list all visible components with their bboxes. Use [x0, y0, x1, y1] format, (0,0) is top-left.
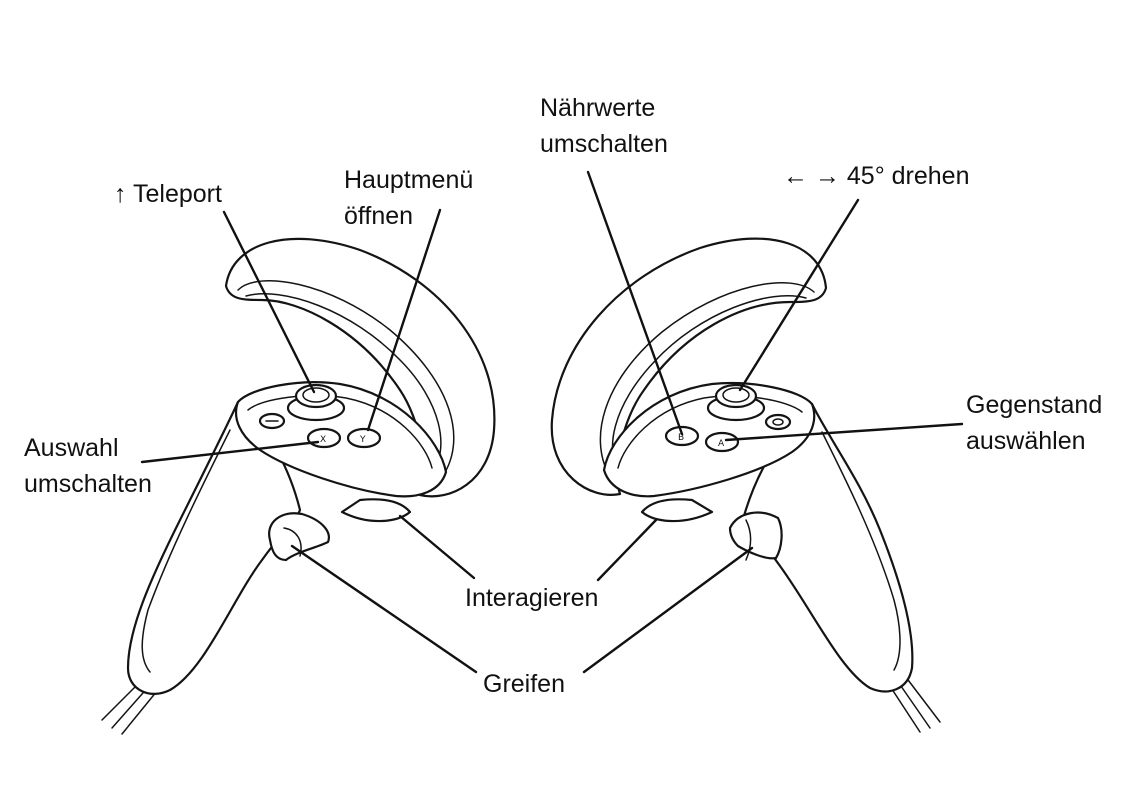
label-teleport: ↑ Teleport [114, 176, 222, 212]
label-nutrition-line2: umschalten [540, 130, 668, 158]
left-trigger [268, 512, 330, 562]
left-controller: X Y [101, 237, 496, 735]
label-main-menu-line2: öffnen [344, 202, 414, 230]
label-teleport-text: ↑ Teleport [114, 180, 222, 208]
left-tracking-ring [224, 237, 496, 498]
leader-interact-right [596, 518, 658, 582]
label-rotate-text: ← → 45° drehen [783, 162, 970, 190]
leader-rotate [738, 198, 860, 392]
right-button-a [704, 431, 740, 453]
right-controller: B A [550, 237, 941, 733]
leader-teleport [222, 210, 316, 394]
label-grab-text: Greifen [483, 670, 565, 698]
label-pick-object: Gegenstand auswählen [966, 387, 1102, 459]
leader-lines [140, 170, 964, 674]
label-select-toggle-line2: umschalten [24, 470, 152, 498]
label-pick-object-line2: auswählen [966, 427, 1086, 455]
leader-select-toggle [140, 440, 320, 464]
leader-nutrition [586, 170, 684, 436]
label-nutrition-line1: Nährwerte [540, 94, 656, 122]
label-select-toggle: Auswahl umschalten [24, 430, 152, 502]
leader-grab-left [290, 544, 478, 674]
left-button-x-label: X [320, 435, 326, 445]
label-main-menu-line1: Hauptmenü [344, 166, 474, 194]
leader-grab-right [582, 546, 754, 674]
leader-pick-object [724, 422, 964, 442]
right-button-b [664, 425, 700, 447]
left-handle [126, 400, 302, 695]
leader-interact-left [398, 514, 476, 580]
label-nutrition: Nährwerte umschalten [540, 90, 668, 162]
label-interact-text: Interagieren [465, 584, 599, 612]
leader-main-menu [366, 208, 442, 432]
right-trigger [728, 511, 783, 560]
label-rotate: ← → 45° drehen [783, 158, 970, 194]
left-button-y-label: Y [359, 435, 366, 445]
right-button-b-label: B [678, 433, 684, 443]
label-interact: Interagieren [465, 580, 598, 616]
label-main-menu: Hauptmenü öffnen [344, 162, 473, 234]
label-select-toggle-line1: Auswahl [24, 434, 119, 462]
label-pick-object-line1: Gegenstand [966, 391, 1103, 419]
label-grab: Greifen [483, 666, 565, 702]
right-system-button [764, 413, 792, 431]
left-button-y [346, 427, 382, 449]
right-tracking-ring [550, 237, 828, 496]
right-button-a-label: A [718, 439, 725, 449]
